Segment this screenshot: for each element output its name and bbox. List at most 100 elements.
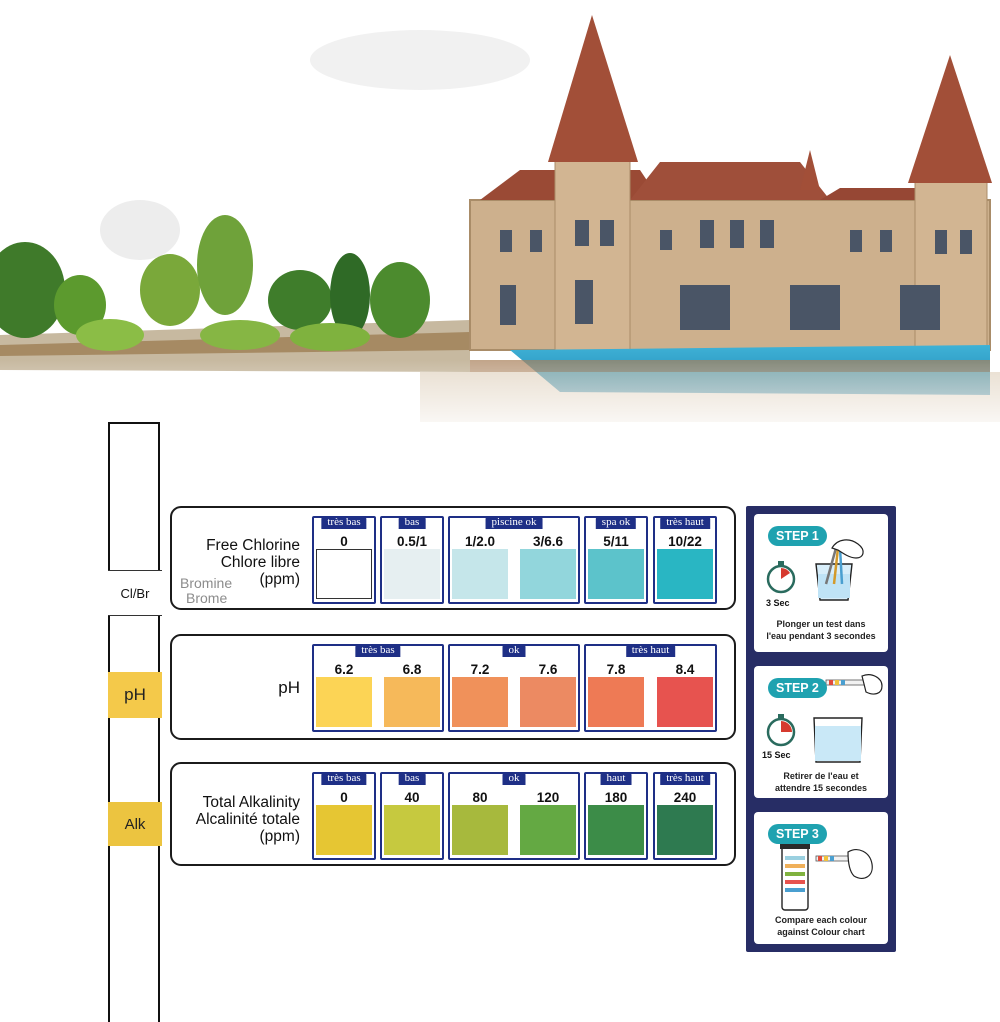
color-swatch bbox=[316, 677, 372, 727]
color-swatch bbox=[316, 549, 372, 599]
color-swatch bbox=[384, 805, 440, 855]
group-label: spa ok bbox=[595, 516, 637, 529]
ph-title: pH bbox=[278, 678, 300, 697]
ph-group-ok: ok 7.2 7.6 bbox=[448, 644, 580, 732]
color-swatch bbox=[384, 549, 440, 599]
group-label: très bas bbox=[355, 644, 401, 657]
scale-value: 0 bbox=[340, 790, 348, 805]
color-swatch bbox=[657, 677, 713, 727]
chlorine-panel: Free Chlorine Chlore libre (ppm) Bromine… bbox=[170, 506, 736, 610]
scale-value: 80 bbox=[472, 790, 488, 805]
stopwatch-icon bbox=[766, 561, 796, 594]
step-1-card: STEP 1 3 Sec Plonger un test dans l'eau … bbox=[754, 514, 888, 652]
test-strip: Cl/Br pH Alk bbox=[108, 422, 162, 1022]
step-text-line: Plonger un test dans bbox=[776, 619, 866, 629]
alk-group-tres-haut: très haut 240 bbox=[653, 772, 717, 860]
scale-value: 40 bbox=[404, 790, 420, 805]
color-swatch bbox=[520, 805, 576, 855]
scale-value: 0.5/1 bbox=[396, 534, 428, 549]
chlorine-group-bas: bas 0.5/1 bbox=[380, 516, 444, 604]
test-bottle-illustration bbox=[780, 842, 810, 911]
color-swatch bbox=[657, 549, 713, 599]
step-badge: STEP 2 bbox=[768, 678, 827, 698]
bromine-label-en: Bromine bbox=[180, 575, 233, 591]
group-label: très haut bbox=[660, 772, 710, 785]
scale-value: 7.6 bbox=[538, 662, 558, 677]
alk-group-haut: haut 180 bbox=[584, 772, 648, 860]
chlorine-group-tres-haut: très haut 10/22 bbox=[653, 516, 717, 604]
stopwatch-icon bbox=[766, 714, 796, 747]
group-label: très bas bbox=[321, 772, 367, 785]
step-badge: STEP 1 bbox=[768, 526, 827, 546]
group-label: bas bbox=[398, 516, 426, 529]
step-2-card: STEP 2 15 Sec Retirer de l'eau et attend… bbox=[754, 666, 888, 798]
step-badge: STEP 3 bbox=[768, 824, 827, 844]
water-container-illustration bbox=[813, 717, 863, 763]
scale-value: 5/11 bbox=[603, 534, 629, 549]
dipping-hand-illustration bbox=[815, 539, 864, 601]
group-label: ok bbox=[502, 644, 526, 657]
scale-value: 120 bbox=[536, 790, 560, 805]
chlorine-title-en: Free Chlorine bbox=[206, 537, 300, 554]
scale-value: 3/6.6 bbox=[532, 534, 564, 549]
step-text-line: attendre 15 secondes bbox=[774, 783, 868, 793]
alk-group-tres-bas: très bas 0 bbox=[312, 772, 376, 860]
group-label: très bas bbox=[321, 516, 367, 529]
strip-pad-ph: pH bbox=[108, 672, 162, 718]
step-text-line: against Colour chart bbox=[777, 927, 865, 937]
color-swatch bbox=[316, 805, 372, 855]
step-time-label: 15 Sec bbox=[762, 750, 791, 760]
color-swatch bbox=[520, 549, 576, 599]
group-label: piscine ok bbox=[485, 516, 543, 529]
scale-value: 1/2.0 bbox=[464, 534, 496, 549]
test-strip-hand-illustration bbox=[825, 674, 883, 695]
color-swatch bbox=[452, 805, 508, 855]
strip-pad-chlorine: Cl/Br bbox=[108, 570, 162, 616]
scale-value: 6.2 bbox=[334, 662, 354, 677]
scale-value: 10/22 bbox=[668, 534, 702, 549]
color-swatch bbox=[384, 677, 440, 727]
color-swatch bbox=[452, 677, 508, 727]
strip-pad-alkalinity: Alk bbox=[108, 802, 162, 846]
alkalinity-title-fr: Alcalinité totale bbox=[195, 811, 300, 828]
alkalinity-title-en: Total Alkalinity bbox=[202, 794, 300, 811]
color-swatch bbox=[588, 677, 644, 727]
step-text-line: l'eau pendant 3 secondes bbox=[766, 631, 876, 641]
alkalinity-panel: Total Alkalinity Alcalinité totale (ppm)… bbox=[170, 762, 736, 866]
hero-castle-pool-image bbox=[0, 0, 1000, 440]
ph-group-tres-haut: très haut 7.8 8.4 bbox=[584, 644, 717, 732]
scale-value: 8.4 bbox=[675, 662, 695, 677]
color-swatch bbox=[520, 677, 576, 727]
test-strip-hand-illustration bbox=[815, 849, 873, 879]
scale-value: 180 bbox=[604, 790, 628, 805]
color-swatch bbox=[657, 805, 713, 855]
group-label: haut bbox=[600, 772, 632, 785]
step-text-line: Retirer de l'eau et bbox=[783, 771, 859, 781]
scale-value: 6.8 bbox=[402, 662, 422, 677]
alk-group-bas: bas 40 bbox=[380, 772, 444, 860]
color-swatch bbox=[588, 805, 644, 855]
instructions-panel: STEP 1 3 Sec Plonger un test dans l'eau … bbox=[746, 506, 896, 952]
alk-group-ok: ok 80 120 bbox=[448, 772, 580, 860]
group-label: très haut bbox=[660, 516, 710, 529]
bromine-label-fr: Brome bbox=[186, 590, 228, 606]
step-3-card: STEP 3 Compare each colour against Colou… bbox=[754, 812, 888, 944]
group-label: très haut bbox=[625, 644, 676, 657]
chlorine-title-fr: Chlore libre bbox=[220, 554, 300, 571]
chlorine-group-tres-bas: très bas 0 bbox=[312, 516, 376, 604]
scale-value: 0 bbox=[340, 534, 348, 549]
alkalinity-unit: (ppm) bbox=[259, 828, 300, 845]
scale-value: 240 bbox=[673, 790, 697, 805]
group-label: ok bbox=[502, 772, 526, 785]
scale-value: 7.2 bbox=[470, 662, 490, 677]
group-label: bas bbox=[398, 772, 426, 785]
chlorine-group-piscine-ok: piscine ok 1/2.0 3/6.6 bbox=[448, 516, 580, 604]
scale-value: 7.8 bbox=[606, 662, 626, 677]
step-time-label: 3 Sec bbox=[766, 598, 790, 608]
chlorine-group-spa-ok: spa ok 5/11 bbox=[584, 516, 648, 604]
color-swatch bbox=[452, 549, 508, 599]
chlorine-unit: (ppm) bbox=[259, 571, 300, 588]
ph-panel: pH très bas 6.2 6.8 ok 7.2 7.6 très haut… bbox=[170, 634, 736, 740]
step-text-line: Compare each colour bbox=[774, 915, 868, 925]
ph-group-tres-bas: très bas 6.2 6.8 bbox=[312, 644, 444, 732]
